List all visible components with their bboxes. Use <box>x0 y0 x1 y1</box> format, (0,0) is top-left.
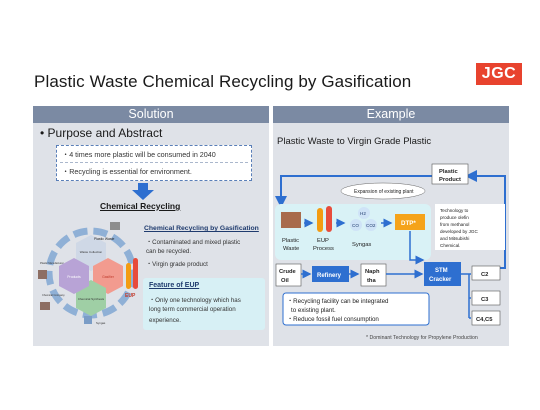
refinery-box <box>312 266 349 282</box>
cycle-label-chemical-company: Chemical Company <box>42 293 65 297</box>
output-c3-box <box>471 290 501 306</box>
eup-reactor-icon <box>317 208 323 232</box>
output-c3-label: C3 <box>481 297 489 303</box>
eup-reactor-icon <box>133 258 138 289</box>
recycling-cycle-diagram: Plastic Waste Waste Collection Gasifier … <box>38 222 138 325</box>
slide-title: Plastic Waste Chemical Recycling by Gasi… <box>34 72 412 91</box>
products-hex <box>59 258 89 294</box>
syngas-icon <box>84 316 92 324</box>
plastic-product-label: Plastic <box>439 169 458 175</box>
cycle-label-waste-collection: Waste Collection <box>80 250 103 254</box>
plastic-product-label: Product <box>439 177 461 183</box>
crude-oil-label: Oil <box>281 278 289 284</box>
co2-molecule-icon <box>365 219 377 231</box>
dtp-box <box>395 214 425 230</box>
eup-feature-line-3: experience. <box>149 317 181 324</box>
plastic-waste-label: Waste <box>283 246 299 252</box>
eup-process-label: EUP <box>317 238 329 244</box>
tech-note-line: Chemical. <box>440 243 460 248</box>
chemical-recycling-heading: Chemical Recycling <box>100 201 181 211</box>
purpose-box <box>56 145 252 181</box>
h2-label: H2 <box>360 211 366 216</box>
output-c4c5-box <box>471 310 501 326</box>
process-flow-diagram: Plastic Product Expansion of existing pl… <box>275 163 506 326</box>
eup-reactor-icon <box>126 263 131 289</box>
recycle-loop-arrow <box>275 175 432 208</box>
naphtha-label: tha <box>367 278 376 284</box>
co2-label: CO2 <box>366 223 376 228</box>
naphtha-box <box>360 263 387 287</box>
cycle-label-syngas: Syngas <box>96 321 106 325</box>
h2-molecule-icon <box>358 207 370 219</box>
output-branch-lines <box>461 273 471 319</box>
plastic-product-box <box>431 163 469 185</box>
syngas-label: Syngas <box>352 242 371 248</box>
tech-note-box <box>435 204 505 250</box>
chemical-synthesis-hex <box>76 280 106 316</box>
stm-cracker-box <box>424 262 461 286</box>
eup-reactor-icon <box>326 206 332 232</box>
output-c4c5-label: C4,C5 <box>476 317 493 323</box>
benefit-line: to existing plant. <box>291 307 336 314</box>
benefit-line: ・Recycling facility can be integrated <box>287 298 389 305</box>
expansion-callout <box>340 182 426 200</box>
purpose-divider <box>60 162 248 163</box>
stm-cracker-label: Cracker <box>429 277 452 283</box>
purpose-heading: • Purpose and Abstract <box>40 126 163 140</box>
down-arrow-icon <box>132 183 154 200</box>
tech-note-line: from methanol <box>440 222 469 227</box>
output-c2-box <box>471 265 501 281</box>
solution-header: Solution <box>33 106 269 123</box>
cycle-label-products: Products <box>67 275 81 279</box>
co-label: CO <box>352 223 359 228</box>
tech-note-line: Technology to <box>440 208 469 213</box>
dtp-label: DTP* <box>401 220 416 227</box>
example-header: Example <box>273 106 509 123</box>
co-molecule-icon <box>350 219 362 231</box>
eup-process-label: Process <box>313 246 334 252</box>
waste-collection-hex <box>76 235 106 271</box>
cycle-label-plastic-waste: Plastic Waste <box>94 237 115 241</box>
example-subtitle: Plastic Waste to Virgin Grade Plastic <box>277 136 432 147</box>
purpose-point-2: ・Recycling is essential for environment. <box>62 167 192 176</box>
dtp-to-cracker-arrow <box>409 231 425 265</box>
naphtha-label: Naph <box>365 269 380 275</box>
eup-feature-heading: Feature of EUP <box>149 282 200 289</box>
eup-feature-line-2: long term commercial operation <box>149 306 236 313</box>
refinery-label: Refinery <box>317 273 342 279</box>
crude-oil-box <box>275 263 302 287</box>
cycle-label-eup: EUP <box>125 293 136 299</box>
jgc-logo: JGC <box>476 63 522 85</box>
output-c2-label: C2 <box>481 272 488 278</box>
expansion-label: Expansion of existing plant <box>354 189 414 195</box>
benefits-box <box>282 292 430 326</box>
factory-icon <box>38 270 47 279</box>
factory-icon <box>40 302 50 310</box>
tech-note-line: produce olefin <box>440 215 469 220</box>
footnote: * Dominant Technology for Propylene Prod… <box>366 335 478 341</box>
gasification-line-2: can be recycled. <box>146 248 192 255</box>
tech-note-line: developed by JGC <box>440 229 478 234</box>
plastic-waste-icon <box>110 222 120 230</box>
gasification-line-1: ・Contaminated and mixed plastic <box>146 239 241 246</box>
gasification-heading: Chemical Recycling by Gasification <box>144 225 259 232</box>
gasification-line-3: ・Virgin grade product <box>146 261 208 268</box>
cycle-label-gasifier: Gasifier <box>102 275 115 279</box>
cycle-label-plastic-manufacturer: Plastic Manufacturer <box>40 261 64 265</box>
gasifier-hex <box>93 258 123 294</box>
plastic-waste-label: Plastic <box>282 238 299 244</box>
expansion-region <box>275 204 431 260</box>
cycle-label-chemical-synthesis: Chemical Synthesis <box>78 297 105 301</box>
tech-note-line: and Mitsubishi <box>440 236 469 241</box>
purpose-point-1: ・4 times more plastic will be consumed i… <box>62 150 216 159</box>
plastic-waste-icon <box>281 212 301 228</box>
benefit-line: ・Reduce fossil fuel consumption <box>287 316 379 323</box>
stm-cracker-label: STM <box>435 268 448 274</box>
eup-feature-box <box>143 278 265 330</box>
crude-oil-label: Crude <box>279 269 297 275</box>
eup-feature-line-1: ・Only one technology which has <box>149 297 241 304</box>
